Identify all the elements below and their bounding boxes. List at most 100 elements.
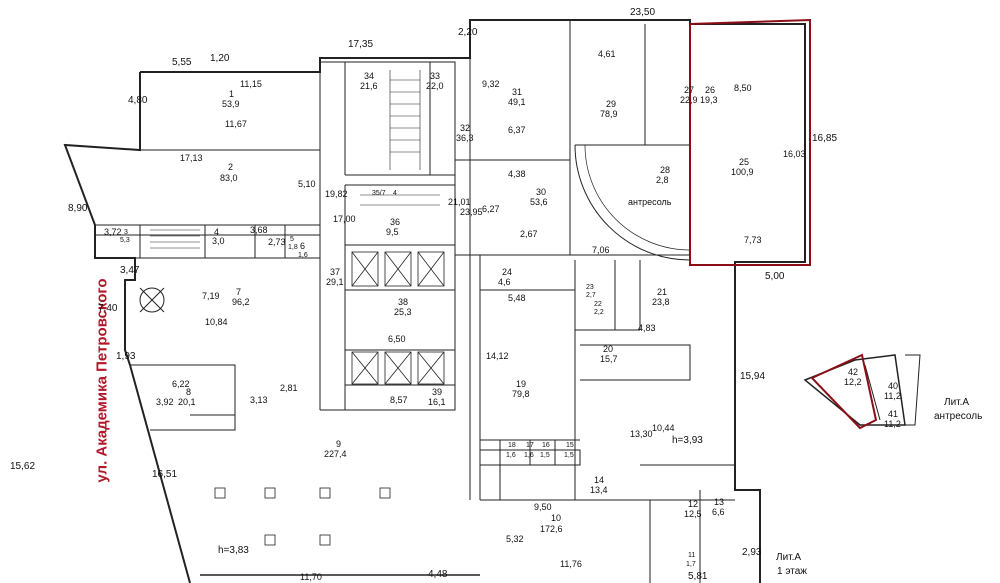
- dim-1651: 16,51: [152, 469, 178, 480]
- room-22-number: 22: [594, 301, 602, 308]
- dim-372: 3,72: [104, 227, 122, 237]
- dim-627: 6,27: [482, 204, 500, 214]
- dim-1713: 17,13: [180, 153, 203, 163]
- room-42-area: 12,2: [844, 377, 862, 387]
- room-14-area: 13,4: [590, 485, 608, 495]
- ceiling-height-right: h=3,93: [672, 435, 703, 446]
- dim-1330: 13,30: [630, 429, 653, 439]
- dim-448: 4,48: [428, 569, 448, 580]
- room-21-number: 21: [657, 287, 668, 297]
- dim-2101: 21,01: [448, 197, 471, 207]
- room-1-area: 53,9: [222, 99, 240, 109]
- room-17-number: 17: [526, 442, 534, 449]
- mezzanine-note: антресоль: [628, 197, 672, 207]
- room-29-number: 29: [606, 99, 617, 109]
- room-9-number: 9: [336, 439, 342, 449]
- room-3-number: 3: [124, 229, 128, 236]
- dim-1084: 10,84: [205, 317, 228, 327]
- dim-top-120: 1,20: [210, 53, 230, 64]
- room-33-area: 22,0: [426, 81, 444, 91]
- room-41-number: 41: [888, 409, 899, 419]
- ceiling-height-left: h=3,83: [218, 545, 249, 556]
- room-27-number: 27: [684, 85, 695, 95]
- room-8-area: 20,1: [178, 397, 196, 407]
- room-5-number: 5: [290, 236, 294, 243]
- dim-706: 7,06: [592, 245, 610, 255]
- room-17-area: 1,6: [524, 452, 534, 459]
- dim-461: 4,61: [598, 49, 616, 59]
- room-38-number: 38: [398, 297, 409, 307]
- room-23-area: 2,7: [586, 292, 596, 299]
- dim-483: 4,83: [638, 323, 656, 333]
- room-1-number: 1: [229, 89, 235, 99]
- legend-ground-lit: Лит.А: [776, 552, 802, 563]
- dim-left-480: 4,80: [128, 95, 148, 106]
- room-37-area: 29,1: [326, 277, 344, 287]
- room-24-number: 24: [502, 267, 513, 277]
- dim-267: 2,67: [520, 229, 538, 239]
- dim-193: 1,93: [116, 351, 136, 362]
- room-35-area: 4: [393, 190, 397, 197]
- room-15-area: 1,5: [564, 452, 574, 459]
- dim-top-1735: 17,35: [348, 39, 374, 50]
- room-30-area: 53,6: [530, 197, 548, 207]
- room-29-area: 78,9: [600, 109, 618, 119]
- room-38-area: 25,3: [394, 307, 412, 317]
- room-21-area: 23,8: [652, 297, 670, 307]
- room-7-number: 7: [236, 287, 242, 297]
- room-2-number: 2: [228, 162, 234, 172]
- dim-1115: 11,15: [240, 79, 262, 89]
- dim-438: 4,38: [508, 169, 526, 179]
- room-22-area: 2,2: [594, 309, 604, 316]
- dim-1167: 11,67: [225, 119, 247, 129]
- dim-857: 8,57: [390, 395, 408, 405]
- room-40-area: 11,2: [884, 391, 901, 401]
- room-18-number: 18: [508, 442, 516, 449]
- dim-500: 5,00: [765, 271, 785, 282]
- room-36-area: 9,5: [386, 227, 399, 237]
- highlight-room-25: [689, 18, 811, 266]
- room-31-area: 49,1: [508, 97, 526, 107]
- room-39-number: 39: [432, 387, 443, 397]
- legend-ground-floor: 1 этаж: [777, 566, 807, 577]
- room-35-number: 35/7: [372, 190, 386, 197]
- room-25-area: 100,9: [731, 167, 754, 177]
- room-13-number: 13: [714, 497, 725, 507]
- dim-1594: 15,94: [740, 371, 766, 382]
- dim-273: 2,73: [268, 237, 286, 247]
- legend-mezz-floor: антресоль: [934, 411, 983, 422]
- room-14-number: 14: [594, 475, 605, 485]
- dim-773: 7,73: [744, 235, 762, 245]
- room-34-area: 21,6: [360, 81, 378, 91]
- dim-top-555: 5,55: [172, 57, 192, 68]
- room-2-area: 83,0: [220, 173, 238, 183]
- room-41-area: 11,2: [884, 419, 901, 429]
- dim-850: 8,50: [734, 83, 752, 93]
- room-19-area: 79,8: [512, 389, 530, 399]
- dim-1412: 14,12: [486, 351, 509, 361]
- room-32-number: 32: [460, 123, 471, 133]
- room-9-area: 227,4: [324, 449, 347, 459]
- dim-313: 3,13: [250, 395, 268, 405]
- dim-1603: 16,03: [783, 149, 806, 159]
- dim-2395: 23,95: [460, 207, 483, 217]
- room-3-area: 5,3: [120, 237, 130, 244]
- room-8-number: 8: [186, 387, 192, 397]
- room-28-area: 2,8: [656, 175, 669, 185]
- room-18-area: 1,6: [506, 452, 516, 459]
- room-20-area: 15,7: [600, 354, 618, 364]
- highlight-room-42: [810, 353, 878, 430]
- dim-548: 5,48: [508, 293, 526, 303]
- room-10-area: 172,6: [540, 524, 563, 534]
- dim-293: 2,93: [742, 547, 762, 558]
- room-26-number: 26: [705, 85, 716, 95]
- dim-1700: 17,00: [333, 214, 356, 224]
- dim-368: 3,68: [250, 225, 268, 235]
- dim-1170: 11,70: [300, 572, 322, 582]
- dim-1176: 11,76: [560, 559, 582, 569]
- room-32-area: 36,3: [456, 133, 474, 143]
- dim-932: 9,32: [482, 79, 500, 89]
- room-27-area: 22,9: [680, 95, 698, 105]
- dim-347: 3,47: [120, 265, 140, 276]
